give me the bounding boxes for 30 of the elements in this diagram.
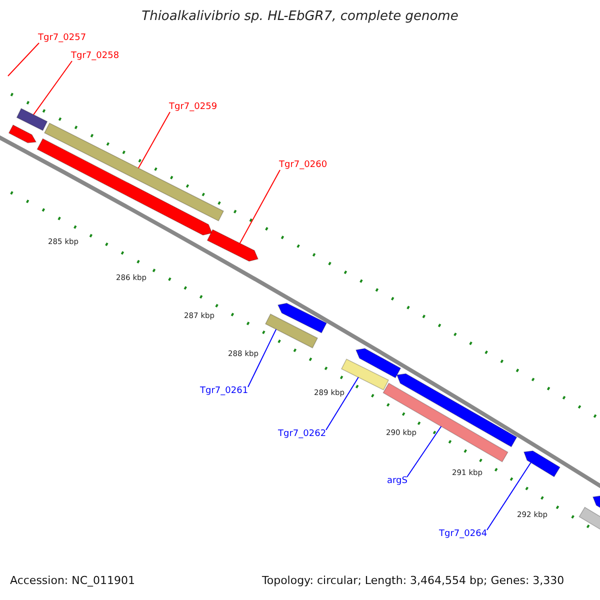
title: Thioalkalivibrio sp. HL-EbGR7, complete genome [140,10,460,25]
leader-line [326,376,359,430]
gene-bar [44,122,224,222]
leader-line [486,462,532,530]
gene-label: Tgr7_0260 [279,160,328,170]
gene-label: Tgr7_0262 [278,429,326,440]
gene-feature [8,124,37,144]
gene-label: Tgr7_0257 [38,33,86,44]
info-text: Topology: circular; Length: 3,464,554 bp; Genes: 3,330 [262,575,564,588]
gene-bar [16,108,48,132]
leader-line [239,170,280,244]
leader-line [248,328,277,388]
leader-line [33,60,72,116]
gene-label: Tgr7_0261 [200,386,248,396]
gene-label: Tgr7_0259 [169,102,218,112]
leader-line [406,426,442,478]
info-text: Accession: NC_011901 [10,575,136,588]
gene-bar [340,358,390,390]
gene-bar [382,382,508,462]
gene-label: Tgr7_0264 [439,529,488,540]
gene-feature [277,302,328,334]
gene-feature [523,450,560,478]
gene-feature [36,138,213,236]
leader-line [8,42,40,76]
gene-label: Tgr7_0258 [71,51,120,62]
gene-bar [264,314,318,348]
gene-feature [355,348,402,378]
leader-line [138,112,170,169]
gene-label: argS [387,476,408,486]
gene-feature [206,229,259,262]
